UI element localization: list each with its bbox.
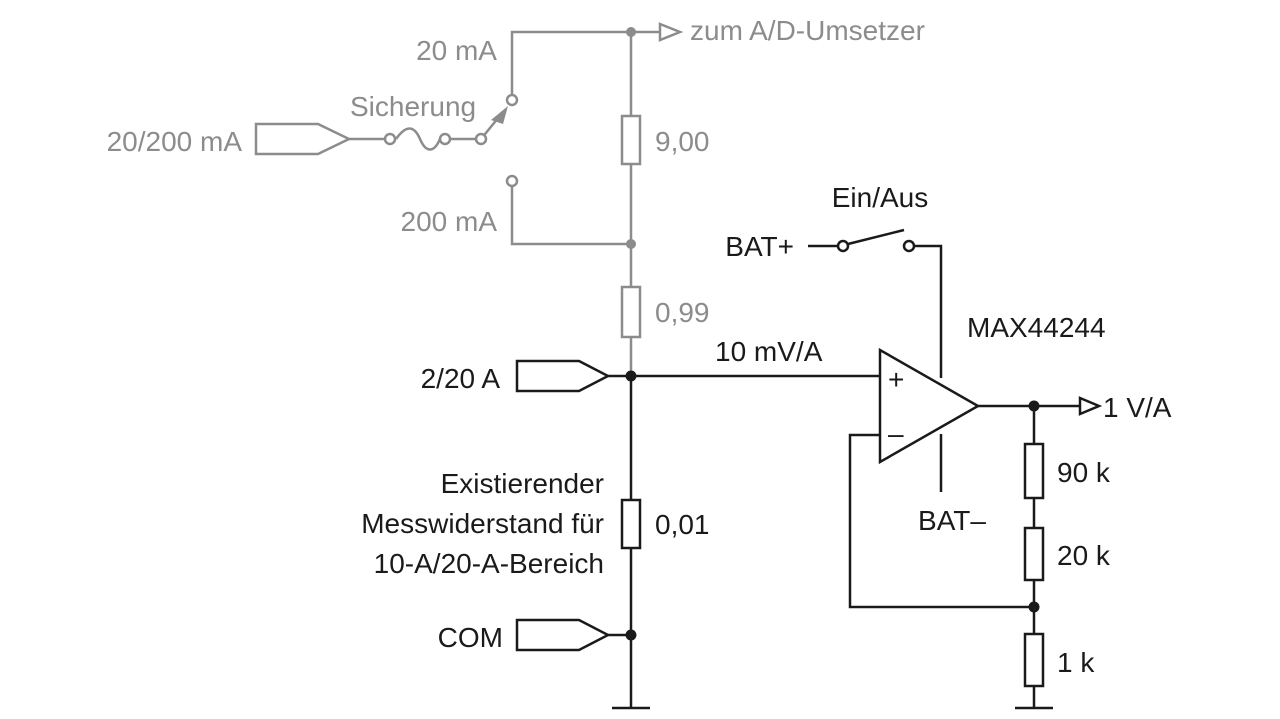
wire-200ma-contact xyxy=(510,186,631,246)
opamp-triangle xyxy=(878,347,981,465)
grey-section xyxy=(254,22,684,376)
contact-20ma xyxy=(505,93,519,107)
label-20ma: 20 mA xyxy=(416,35,497,66)
label-r-0-99: 0,99 xyxy=(655,297,710,328)
label-r-20k: 20 k xyxy=(1057,540,1111,571)
label-adc-output: zum A/D-Umsetzer xyxy=(690,15,925,46)
adc-arrow xyxy=(658,22,684,42)
label-bat-minus: BAT– xyxy=(918,505,986,536)
label-r-90k: 90 k xyxy=(1057,457,1111,488)
terminal-com xyxy=(515,618,611,652)
label-existing-3: 10-A/20-A-Bereich xyxy=(374,548,604,579)
terminal-2-20a xyxy=(515,359,611,393)
wire-switch-to-opamp xyxy=(914,244,943,378)
resistor-0-01 xyxy=(620,498,642,550)
label-output: 1 V/A xyxy=(1103,392,1172,423)
on-off-switch-blade xyxy=(847,228,905,246)
label-existing-2: Messwiderstand für xyxy=(361,508,604,539)
junction-200ma xyxy=(626,239,636,249)
label-r-9-00: 9,00 xyxy=(655,126,710,157)
grey-labels: zum A/D-Umsetzer 20 mA Sicherung 20/200 … xyxy=(107,15,925,328)
output-arrow xyxy=(1078,396,1103,416)
label-2-20a: 2/20 A xyxy=(421,363,501,394)
contact-200ma xyxy=(505,174,519,188)
switch-right-contact xyxy=(902,239,916,253)
label-opamp-plus: + xyxy=(888,364,904,395)
junction-output xyxy=(1028,400,1040,412)
wire-20ma-contact xyxy=(510,30,631,95)
fuse-symbol xyxy=(394,127,442,151)
fuse-left-contact xyxy=(383,132,397,146)
label-r-1k: 1 k xyxy=(1057,647,1095,678)
switch-pivot xyxy=(474,132,488,146)
resistor-9-00 xyxy=(620,114,642,166)
label-sense-voltage: 10 mV/A xyxy=(715,336,823,367)
switch-left-contact xyxy=(836,239,850,253)
label-fuse: Sicherung xyxy=(350,91,476,122)
label-200ma: 200 mA xyxy=(401,206,498,237)
terminal-20-200ma xyxy=(254,122,352,156)
junction-2-20a xyxy=(625,370,637,382)
junction-com xyxy=(625,629,637,641)
resistor-1k xyxy=(1023,632,1045,688)
feedback-wire xyxy=(848,433,1034,609)
black-labels: Ein/Aus BAT+ MAX44244 10 mV/A 2/20 A + –… xyxy=(361,182,1172,678)
label-bat-plus: BAT+ xyxy=(725,231,794,262)
resistor-90k xyxy=(1023,442,1045,500)
label-r-0-01: 0,01 xyxy=(655,509,710,540)
label-com: COM xyxy=(438,622,503,653)
label-20-200ma: 20/200 mA xyxy=(107,126,243,157)
selector-arrowhead-icon xyxy=(491,106,508,124)
junction-adc xyxy=(626,27,636,37)
resistor-20k xyxy=(1023,526,1045,582)
black-section xyxy=(515,228,1103,710)
resistor-0-99 xyxy=(620,285,642,339)
junction-feedback xyxy=(1028,601,1040,613)
fuse-right-contact xyxy=(438,132,452,146)
label-opamp-name: MAX44244 xyxy=(967,312,1106,343)
label-opamp-minus: – xyxy=(888,418,904,449)
label-on-off: Ein/Aus xyxy=(832,182,929,213)
label-existing-1: Existierender xyxy=(441,468,604,499)
